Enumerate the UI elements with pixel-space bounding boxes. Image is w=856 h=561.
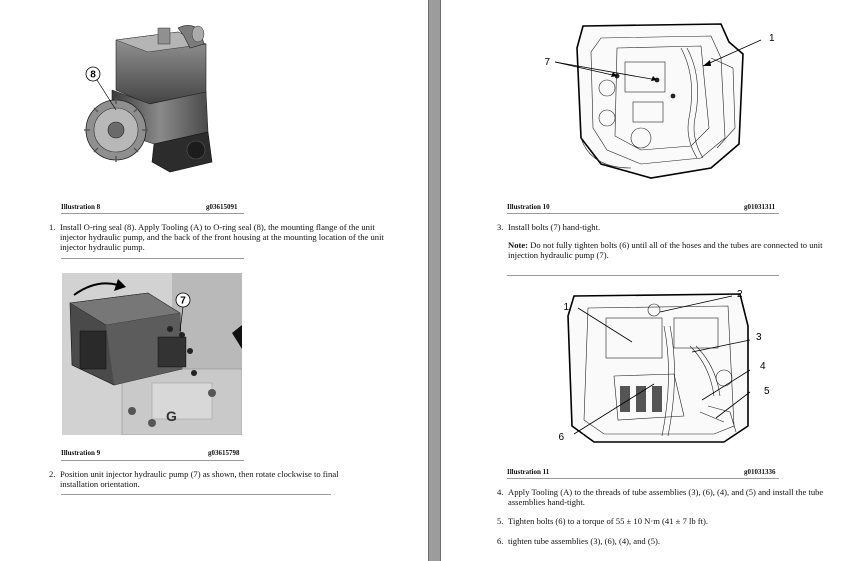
step-text: Install bolts (7) hand-tight. bbox=[508, 222, 601, 232]
illustration-8-callout: 8 bbox=[90, 70, 96, 81]
illustration-11-callout-5: 5 bbox=[764, 386, 770, 397]
note: Note: Do not fully tighten bolts (6) unt… bbox=[508, 240, 838, 260]
step-number: 1. bbox=[49, 222, 56, 232]
illustration-11-callout-6: 6 bbox=[558, 432, 564, 443]
illustration-10-caption: Illustration 10 bbox=[507, 203, 550, 211]
step-number: 5. bbox=[497, 516, 504, 526]
illustration-10-callout-1: 1 bbox=[769, 33, 775, 44]
illustration-8-caption: Illustration 8 bbox=[61, 203, 101, 211]
step-text: tighten tube assemblies (3), (6), (4), a… bbox=[508, 536, 661, 546]
illustration-8-id: g03615091 bbox=[206, 203, 238, 211]
illustration-11-callout-1: 1 bbox=[563, 302, 569, 313]
left-page: 8 Illustration 8 g03615091 1. Install O-… bbox=[49, 25, 384, 495]
step-number: 4. bbox=[497, 487, 504, 497]
step-number: 6. bbox=[497, 536, 504, 546]
step-divider bbox=[507, 275, 779, 276]
page-gutter bbox=[428, 0, 441, 561]
illustration-11-image: 1 2 3 4 5 6 bbox=[558, 289, 770, 443]
caption-divider bbox=[61, 460, 244, 461]
illustration-11-callout-2: 2 bbox=[737, 289, 743, 300]
step-text: Apply Tooling (A) to the threads of tube… bbox=[508, 487, 824, 507]
step-divider bbox=[61, 494, 331, 495]
step-text: Tighten bolts (6) to a torque of 55 ± 10… bbox=[508, 516, 709, 526]
caption-divider bbox=[507, 478, 779, 479]
illustration-10-image: 7 1 bbox=[544, 23, 775, 179]
illustration-9-callout: 7 bbox=[180, 296, 186, 307]
illustration-9-id: g03615798 bbox=[208, 449, 240, 457]
illustration-11-id: g01031336 bbox=[744, 468, 776, 476]
illustration-11-callout-4: 4 bbox=[760, 361, 766, 372]
note-label: Note: bbox=[508, 240, 529, 250]
note-text: Do not fully tighten bolts (6) until all… bbox=[508, 240, 823, 260]
caption-divider bbox=[61, 213, 244, 214]
step-text: Install O-ring seal (8). Apply Tooling (… bbox=[60, 222, 384, 252]
caption-divider bbox=[507, 213, 779, 214]
illustration-11-callout-3: 3 bbox=[756, 332, 762, 343]
svg-text:G: G bbox=[166, 408, 177, 424]
right-page: 7 1 Illustration 10 g01031311 3. Install… bbox=[441, 0, 856, 561]
step-number: 3. bbox=[497, 222, 504, 232]
illustration-9-caption: Illustration 9 bbox=[61, 449, 101, 457]
illustration-10-callout-7: 7 bbox=[544, 57, 550, 68]
step-text: Position unit injector hydraulic pump (7… bbox=[60, 469, 339, 489]
illustration-8-image: 8 bbox=[84, 25, 213, 173]
illustration-9-image: G 7 bbox=[62, 273, 242, 435]
step-number: 2. bbox=[49, 469, 56, 479]
illustration-11-caption: Illustration 11 bbox=[507, 468, 550, 476]
step-divider bbox=[61, 258, 244, 259]
illustration-10-id: g01031311 bbox=[744, 203, 776, 211]
